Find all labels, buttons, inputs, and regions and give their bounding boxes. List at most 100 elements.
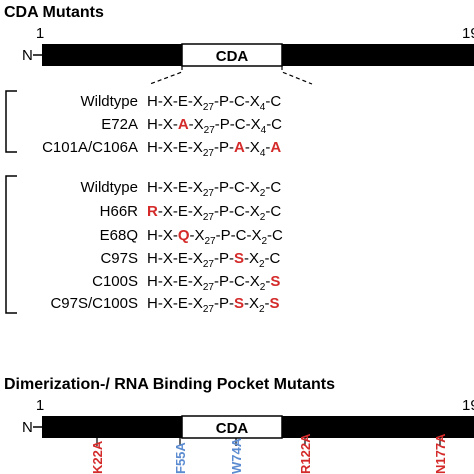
top-start-label: 1 (36, 25, 44, 42)
pocket-mutation-k22a: K22A (90, 438, 105, 474)
sequence-segment: H-X-E-X (147, 93, 203, 110)
sequence-segment: -P- (214, 139, 234, 156)
repeat-subscript: 2 (260, 188, 266, 199)
top-cda-domain-box (181, 43, 283, 67)
repeat-subscript: 2 (261, 236, 267, 247)
repeat-subscript: 27 (203, 259, 215, 270)
mutation-label: F55A (173, 442, 188, 474)
mutated-residue: S (234, 295, 244, 312)
mutant-name: Wildtype (80, 179, 138, 196)
repeat-subscript: 2 (259, 259, 265, 270)
mutated-residue: S (234, 250, 244, 267)
sequence-segment: -C (265, 250, 281, 267)
mutation-label: R122A (298, 433, 313, 474)
sequence-segment: -P-C-X (214, 93, 260, 110)
mutation-label: W74A (229, 437, 244, 474)
bottom-start-label: 1 (36, 397, 44, 414)
sequence-segment: - (265, 273, 270, 290)
repeat-subscript: 27 (203, 304, 215, 315)
mutated-residue: Q (178, 227, 190, 244)
top-cda-domain-label: CDA (216, 48, 249, 65)
repeat-subscript: 27 (203, 188, 215, 199)
repeat-subscript: 4 (260, 148, 266, 159)
repeat-subscript: 27 (203, 212, 215, 223)
sequence-segment: H-X-E-X (147, 273, 203, 290)
mutation-label: K22A (90, 440, 105, 474)
mutated-residue: A (270, 139, 281, 156)
sequence-segment: H-X-E-X (147, 179, 203, 196)
sequence-segment: -X (244, 295, 259, 312)
sequence-segment: -C (265, 203, 281, 220)
top-n-terminus-label: N (22, 47, 33, 64)
mutated-residue: A (178, 116, 189, 133)
pocket-mutation-w74a: W74A (229, 437, 244, 474)
mutation-label: N177A (433, 433, 448, 474)
bottom-panel-title: Dimerization-/ RNA Binding Pocket Mutant… (4, 376, 335, 393)
mutated-residue: S (270, 295, 280, 312)
repeat-subscript: 2 (260, 212, 266, 223)
sequence-segment: -P-C-X (214, 179, 260, 196)
mutant-name: H66R (100, 203, 139, 220)
bottom-end-label: 19 (462, 397, 474, 414)
sequence-segment: -X (245, 139, 260, 156)
repeat-subscript: 2 (259, 304, 265, 315)
mutant-name: E68Q (100, 227, 138, 244)
zoom-line-right (281, 66, 313, 85)
mutant-sequence: H-X-E-X27-P-S-X2-C (147, 250, 281, 270)
repeat-subscript: 27 (204, 125, 216, 136)
sequence-segment: -P-C-X (215, 116, 261, 133)
mutant-name: C97S (100, 250, 138, 267)
group2-rows: Wildtype H-X-E-X27-P-C-X2-C H66R R-X-E-X… (50, 179, 283, 315)
mutant-sequence: R-X-E-X27-P-C-X2-C (147, 203, 281, 223)
repeat-subscript: 27 (205, 236, 217, 247)
mutant-sequence: H-X-E-X27-P-C-X2-C (147, 179, 281, 199)
pocket-mutation-n177a: N177A (433, 433, 448, 474)
repeat-subscript: 27 (203, 102, 215, 113)
repeat-subscript: 27 (203, 282, 215, 293)
repeat-subscript: 4 (260, 102, 266, 113)
sequence-segment: -X (244, 250, 259, 267)
mutant-name: E72A (101, 116, 138, 133)
mutant-name: C97S/C100S (50, 295, 138, 312)
sequence-segment: -P-C-X (214, 273, 260, 290)
sequence-segment: -C (266, 116, 282, 133)
bottom-n-terminus-label: N (22, 419, 33, 436)
bottom-cda-domain-box (181, 415, 283, 439)
repeat-subscript: 27 (203, 148, 215, 159)
mutant-name: C101A/C106A (42, 139, 138, 156)
sequence-segment: -X (190, 227, 205, 244)
group1-bracket (5, 90, 17, 153)
sequence-segment: H-X- (147, 116, 178, 133)
mutant-sequence: H-X-E-X27-P-A-X4-A (147, 139, 281, 159)
sequence-segment: H-X-E-X (147, 295, 203, 312)
zoom-line-left (149, 66, 183, 85)
sequence-segment: -P- (214, 250, 234, 267)
mutant-sequence: H-X-E-X27-P-S-X2-S (147, 295, 280, 315)
bottom-cda-domain-label: CDA (216, 420, 249, 437)
sequence-segment: -C (265, 93, 281, 110)
group2-bracket (5, 175, 17, 314)
sequence-segment: H-X-E-X (147, 250, 203, 267)
sequence-segment: - (265, 139, 270, 156)
sequence-segment: -P- (214, 295, 234, 312)
sequence-segment: -P-C-X (214, 203, 260, 220)
top-panel-title: CDA Mutants (4, 4, 104, 21)
mutated-residue: A (234, 139, 245, 156)
repeat-subscript: 2 (260, 282, 266, 293)
group1-rows: Wildtype H-X-E-X27-P-C-X4-C E72A H-X-A-X… (42, 93, 282, 159)
sequence-segment: -C (267, 227, 283, 244)
mutated-residue: S (270, 273, 280, 290)
mutant-sequence: H-X-Q-X27-P-C-X2-C (147, 227, 283, 247)
sequence-segment: -C (265, 179, 281, 196)
sequence-segment: -X (189, 116, 204, 133)
mutant-sequence: H-X-A-X27-P-C-X4-C (147, 116, 282, 136)
mutant-name: C100S (92, 273, 138, 290)
pocket-mutation-f55a: F55A (173, 438, 188, 474)
mutant-name: Wildtype (80, 93, 138, 110)
sequence-segment: -X-E-X (158, 203, 203, 220)
top-end-label: 19 (462, 25, 474, 42)
sequence-segment: - (265, 295, 270, 312)
mutant-sequence: H-X-E-X27-P-C-X4-C (147, 93, 281, 113)
sequence-segment: H-X-E-X (147, 139, 203, 156)
